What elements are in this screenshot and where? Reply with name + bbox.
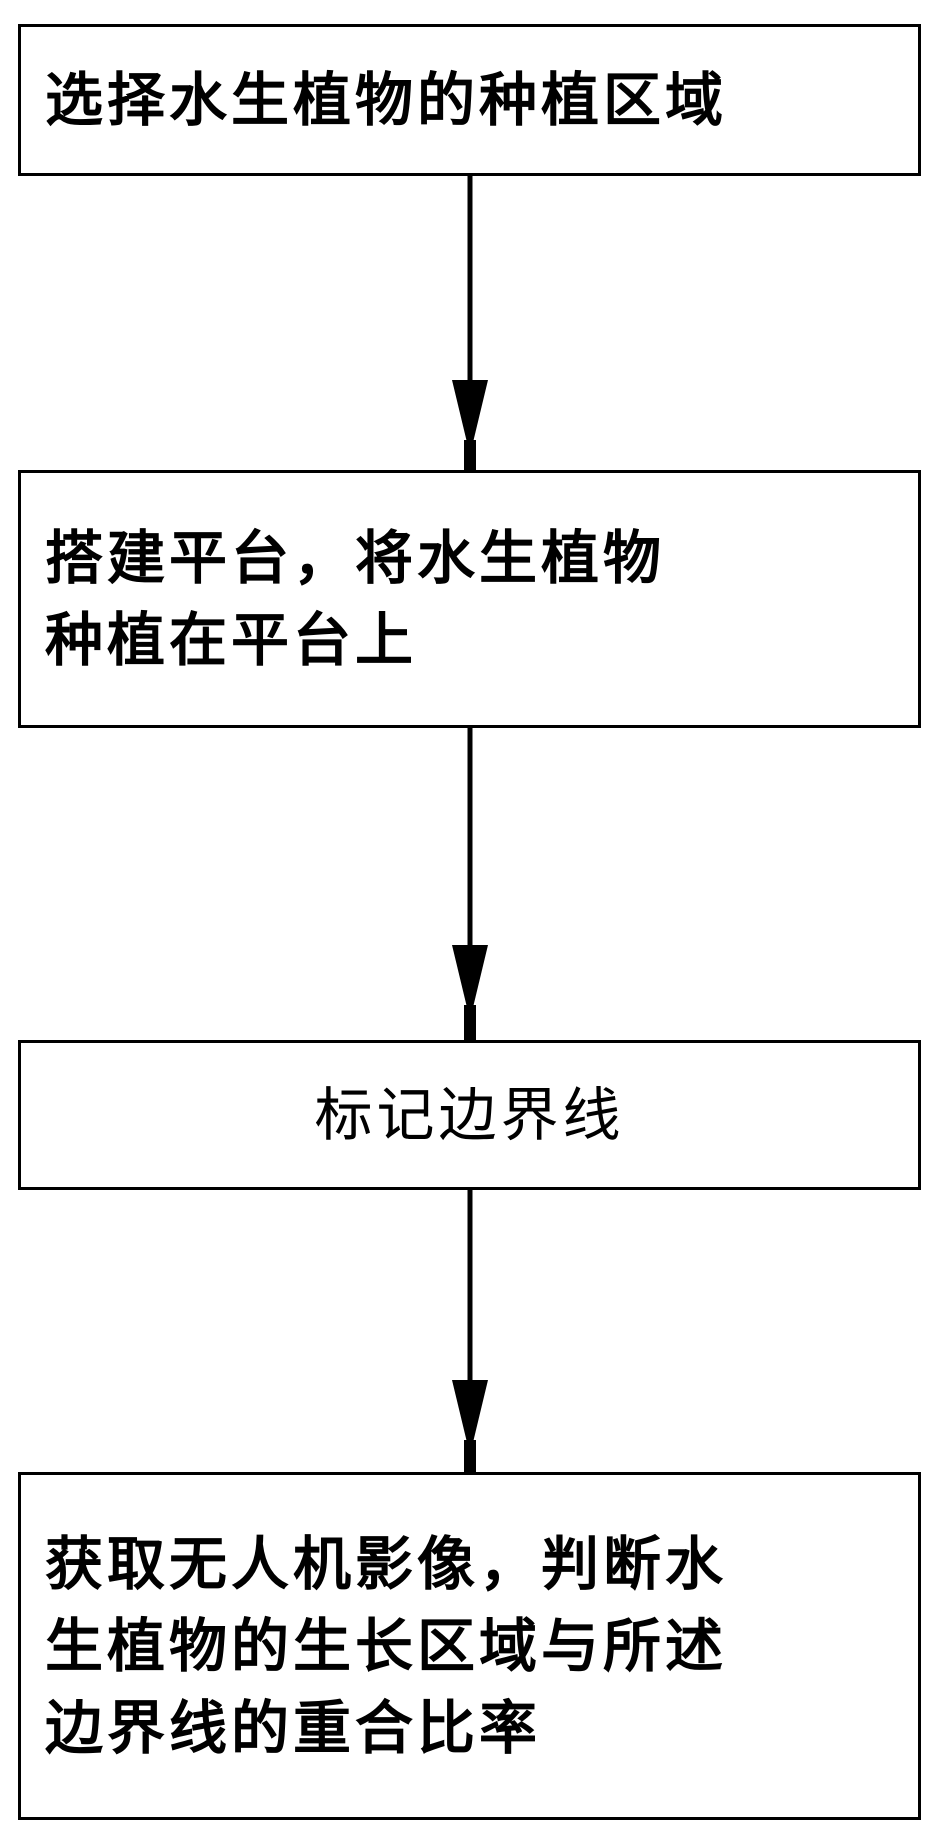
- step-box-mark-boundary: 标记边界线: [18, 1040, 921, 1190]
- step-box-select-planting-area: 选择水生植物的种植区域: [18, 24, 921, 176]
- arrow-step1-to-step2: [452, 176, 488, 470]
- step-2-text-line-1: 搭建平台，将水生植物: [45, 524, 666, 592]
- step-1-text-line-1: 选择水生植物的种植区域: [45, 66, 728, 134]
- step-4-text-line-3: 边界线的重合比率: [45, 1694, 542, 1762]
- step-box-drone-image-overlap: 获取无人机影像，判断水 生植物的生长区域与所述 边界线的重合比率: [18, 1472, 921, 1820]
- arrow-step2-to-step3: [452, 728, 488, 1040]
- arrow-step3-to-step4: [452, 1190, 488, 1472]
- step-4-text-line-1: 获取无人机影像，判断水: [45, 1530, 728, 1598]
- step-2-text-line-2: 种植在平台上: [45, 606, 418, 674]
- step-4-text-line-2: 生植物的生长区域与所述: [45, 1612, 728, 1680]
- step-3-text-line-1: 标记边界线: [314, 1081, 625, 1149]
- step-box-build-platform: 搭建平台，将水生植物 种植在平台上: [18, 470, 921, 728]
